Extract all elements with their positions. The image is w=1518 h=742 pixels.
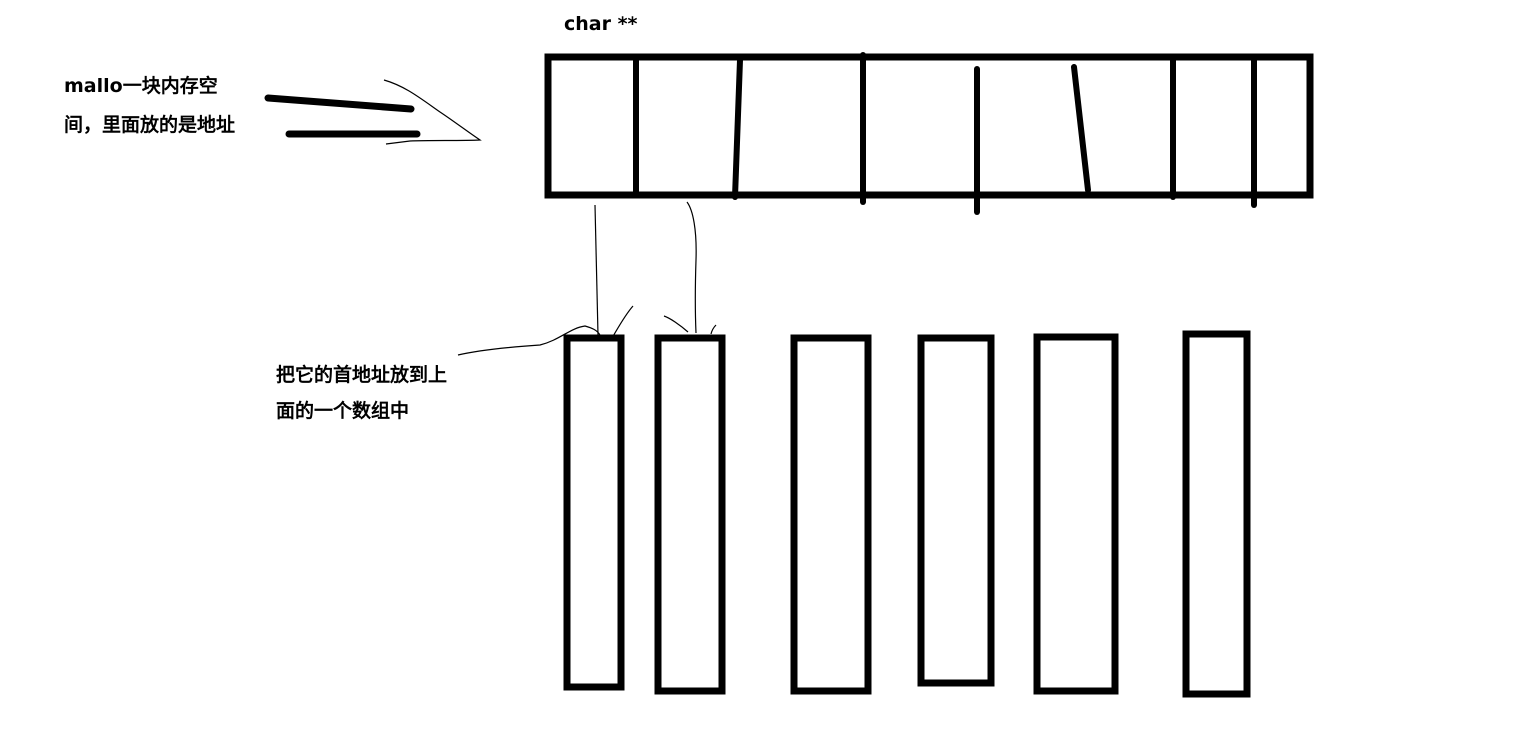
- pointer-array-outline: [544, 53, 1314, 199]
- pointer-array: [544, 52, 1314, 215]
- array-note-line2: 面的一个数组中: [276, 400, 410, 422]
- connector-arrowhead: [663, 315, 689, 333]
- pointer-connectors: [457, 201, 717, 356]
- annotation-leader: [457, 325, 601, 356]
- pointer-array-divider: [732, 57, 743, 200]
- connector-arrowhead: [611, 305, 634, 339]
- array-note-line1: 把它的首地址放到上: [276, 364, 448, 386]
- arrow-head: [383, 79, 482, 145]
- string-block: [790, 334, 872, 695]
- arrow-shaft-top: [264, 94, 415, 113]
- string-block: [563, 334, 625, 691]
- string-block: [1182, 330, 1251, 698]
- malloc-arrow: [264, 79, 482, 145]
- connector-line: [594, 204, 599, 336]
- pointer-array-divider: [1071, 64, 1091, 193]
- string-block: [654, 334, 726, 695]
- string-blocks: [563, 330, 1251, 698]
- string-block: [917, 334, 995, 687]
- malloc-note-line1: mallo一块内存空: [64, 75, 218, 97]
- string-block: [1033, 333, 1119, 695]
- diagram-title: char **: [564, 13, 638, 35]
- connector-arrowhead: [710, 324, 717, 335]
- connector-line: [686, 201, 697, 334]
- malloc-note-line2: 间，里面放的是地址: [64, 114, 236, 136]
